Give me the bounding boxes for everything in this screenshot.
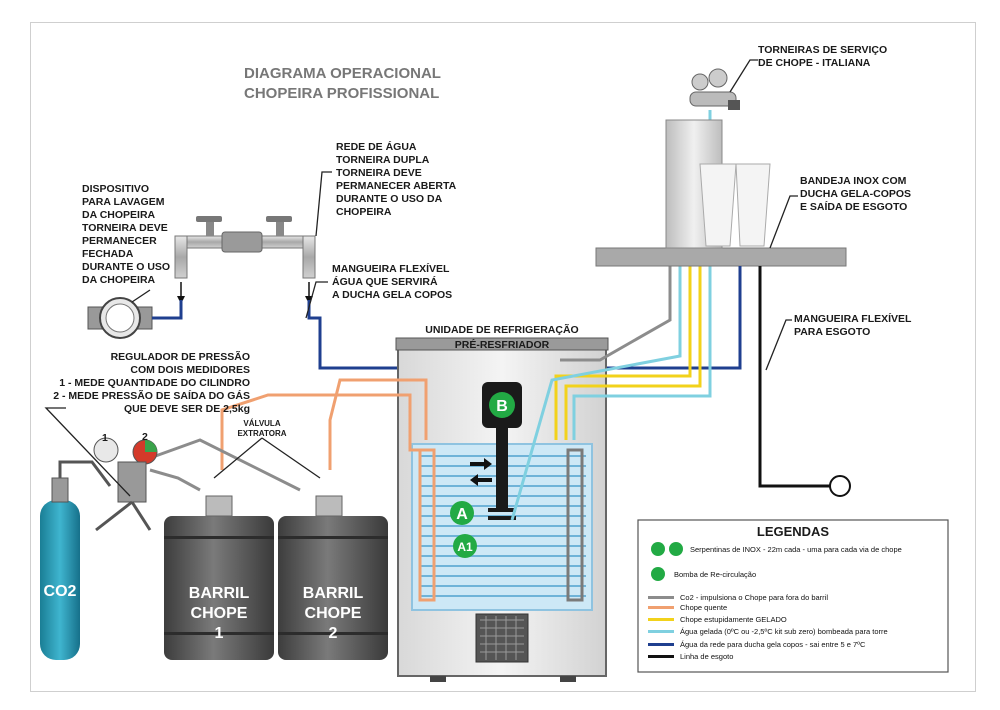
label-line: 2 - MEDE PRESSÃO DE SAÍDA DO GÁS	[53, 389, 250, 402]
keg-1-line-1: BARRIL	[189, 585, 250, 602]
callout-regulador: REGULADOR DE PRESSÃO COM DOIS MEDIDORES …	[53, 350, 250, 415]
legend-swatch-drain	[648, 655, 674, 658]
co2-label: CO2	[44, 583, 77, 600]
gauge-1-icon	[93, 437, 119, 463]
legend-swatch-cold	[648, 618, 674, 621]
marker-a1: A1	[457, 540, 473, 554]
label-line: EXTRATORA	[237, 429, 286, 438]
pressure-regulator: 1 2	[58, 431, 158, 532]
label-line: PARA ESGOTO	[794, 326, 870, 338]
callout-mangueira-ducha: MANGUEIRA FLEXÍVEL ÁGUA QUE SERVIRÁ A DU…	[332, 262, 452, 301]
legend-item: Chope estupidamente GELADO	[680, 615, 787, 624]
label-line: COM DOIS MEDIDORES	[130, 364, 250, 376]
marker-a-icon	[450, 501, 474, 525]
gauge-1-label: 1	[102, 432, 108, 444]
co2-cylinder: CO2	[40, 477, 80, 660]
legend-swatch-warm	[648, 606, 674, 609]
legend-item: Água gelada (0ºC ou -2,5ºC kit sub zero)…	[680, 627, 888, 636]
stainless-tray	[595, 247, 847, 267]
label-line: FECHADA	[82, 248, 134, 260]
gauge-2-label: 2	[142, 431, 148, 443]
legend-box: LEGENDAS Serpentinas de INOX - 22m cada …	[637, 519, 949, 673]
unit-sublabel: PRÉ-RESFRIADOR	[455, 338, 550, 351]
keg-2-line-3: 2	[329, 625, 338, 642]
label-line: TORNEIRA DEVE	[336, 167, 422, 179]
label-line: DURANTE O USO DA	[336, 193, 443, 205]
label-line: E SAÍDA DE ESGOTO	[800, 200, 907, 213]
callout-dispositivo: DISPOSITIVO PARA LAVAGEM DA CHOPEIRA TOR…	[82, 183, 170, 286]
label-line: PERMANECER ABERTA	[336, 180, 457, 192]
faucet-right-icon	[266, 216, 292, 236]
label-line: DISPOSITIVO	[82, 183, 149, 195]
callout-torneiras: TORNEIRAS DE SERVIÇO DE CHOPE - ITALIANA	[758, 44, 887, 69]
label-line: REGULADOR DE PRESSÃO	[111, 350, 250, 363]
label-line: TORNEIRAS DE SERVIÇO	[758, 44, 887, 56]
label-line: 1 - MEDE QUANTIDADE DO CILINDRO	[59, 377, 250, 389]
label-line: ÁGUA QUE SERVIRÁ	[332, 275, 438, 288]
legend-a-icon	[651, 542, 665, 556]
unit-label: UNIDADE DE REFRIGERAÇÃO	[425, 323, 578, 336]
marker-b: B	[496, 398, 508, 415]
label-line: DUCHA GELA-COPOS	[800, 188, 911, 200]
keg-2-line-2: CHOPE	[305, 605, 362, 622]
legend-bomba: Bomba de Re-circulação	[674, 570, 756, 579]
title-line-2: CHOPEIRA PROFISSIONAL	[244, 85, 439, 102]
washing-device	[87, 297, 153, 339]
keg-1-line-3: 1	[215, 625, 224, 642]
faucet-left-icon	[196, 216, 222, 236]
callout-valvula: VÁLVULA EXTRATORA	[237, 419, 286, 438]
legend-serpentina: Serpentinas de INOX - 22m cada - uma par…	[690, 545, 902, 554]
callout-bandeja: BANDEJA INOX COM DUCHA GELA-COPOS E SAÍD…	[800, 175, 911, 213]
label-line: PERMANECER	[82, 235, 157, 247]
keg-2-line-1: BARRIL	[303, 585, 364, 602]
dispensing-tower	[595, 68, 847, 300]
coil-lines	[420, 455, 586, 597]
keg-2: BARRIL CHOPE 2	[278, 495, 388, 660]
callout-mangueira-esgoto: MANGUEIRA FLEXÍVEL PARA ESGOTO	[794, 312, 912, 338]
legend-item: Água da rede para ducha gela copos - sai…	[680, 640, 866, 649]
legend-swatch-network	[648, 643, 674, 646]
legend-swatch-co2	[648, 596, 674, 599]
legend-item: Chope quente	[680, 603, 727, 612]
legend-b-icon	[651, 567, 665, 581]
label-line: MANGUEIRA FLEXÍVEL	[794, 312, 912, 325]
keg-1: BARRIL CHOPE 1	[164, 495, 274, 660]
label-line: DA CHOPEIRA	[82, 209, 156, 221]
label-line: QUE DEVE SER DE 2,5kg	[124, 403, 250, 415]
legend-a1-icon	[669, 542, 683, 556]
diagram-title: DIAGRAMA OPERACIONAL CHOPEIRA PROFISSION…	[244, 65, 441, 102]
callout-rede-agua: REDE DE ÁGUA TORNEIRA DUPLA TORNEIRA DEV…	[336, 140, 457, 218]
marker-a1-icon	[453, 534, 477, 558]
legend-swatch-icewater	[648, 630, 674, 633]
title-line-1: DIAGRAMA OPERACIONAL	[244, 65, 441, 82]
legend-title: LEGENDAS	[757, 524, 830, 539]
legend-item: Linha de esgoto	[680, 652, 733, 661]
water-supply-pipe	[174, 216, 316, 304]
warm-beer-lines	[220, 378, 428, 470]
label-line: CHOPEIRA	[336, 206, 392, 218]
marker-a: A	[456, 506, 468, 523]
label-line: MANGUEIRA FLEXÍVEL	[332, 262, 450, 275]
legend-item: Co2 - impulsiona o Chope para fora do ba…	[680, 593, 828, 602]
refrigeration-unit: B A A1	[395, 337, 609, 682]
drain-line	[758, 266, 851, 497]
label-line: DE CHOPE - ITALIANA	[758, 57, 871, 69]
label-line: DA CHOPEIRA	[82, 274, 156, 286]
co2-lines	[149, 438, 301, 492]
tap-icon	[689, 68, 740, 110]
label-line: TORNEIRA DUPLA	[336, 154, 430, 166]
recirculation-pump: B	[482, 382, 522, 520]
label-line: REDE DE ÁGUA	[336, 140, 417, 153]
ventilation-grille	[475, 613, 529, 663]
keg-1-line-2: CHOPE	[191, 605, 248, 622]
label-line: A DUCHA GELA COPOS	[332, 289, 452, 301]
label-line: VÁLVULA	[243, 419, 280, 428]
label-line: TORNEIRA DEVE	[82, 222, 168, 234]
callout-leaders	[44, 59, 798, 497]
label-line: DURANTE O USO	[82, 261, 170, 273]
label-line: PARA LAVAGEM	[82, 196, 165, 208]
glass-icon	[699, 163, 771, 247]
label-line: BANDEJA INOX COM	[800, 175, 907, 187]
